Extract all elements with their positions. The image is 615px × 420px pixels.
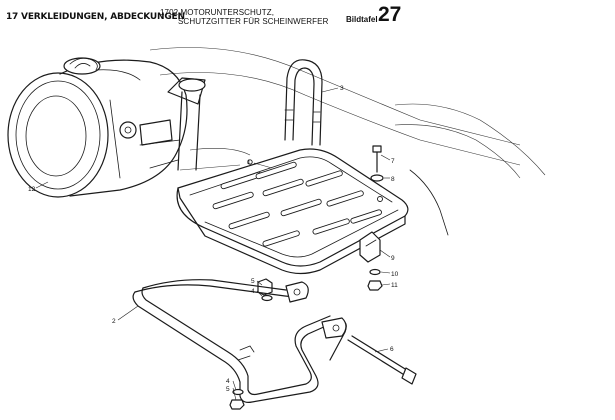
right-fasteners	[359, 145, 384, 291]
callout-11: 11	[391, 282, 398, 289]
callout-10: 10	[391, 271, 399, 278]
callout-12: 12	[28, 186, 36, 193]
plate-number: 27	[378, 3, 402, 26]
callout-labels: 3 1 7 8 9 10 11 5 4 2 6 4 5 12	[28, 85, 399, 393]
callout-1: 1	[247, 159, 251, 166]
callout-5a: 5	[251, 278, 255, 285]
callout-6: 6	[390, 346, 394, 353]
headlight	[7, 57, 206, 198]
callout-5b: 5	[226, 386, 230, 393]
callout-7: 7	[391, 158, 395, 165]
plate-label: Bildtafel	[346, 15, 378, 24]
callout-4a: 4	[251, 288, 255, 295]
callout-8: 8	[391, 176, 395, 183]
u-bracket	[284, 59, 323, 146]
group-title-line-2: SCHUTZGITTER FÜR SCHEINWERFER	[178, 17, 329, 26]
skid-plate	[176, 148, 409, 275]
long-bolt	[347, 335, 417, 385]
callout-3: 3	[340, 85, 344, 92]
guard-upper-fasteners	[257, 278, 273, 302]
guard-lower-fasteners	[229, 388, 245, 410]
guard-bar	[132, 279, 347, 403]
callout-9: 9	[391, 255, 395, 262]
section-title: 17 VERKLEIDUNGEN, ABDECKUNGEN	[6, 12, 185, 22]
callout-2: 2	[112, 318, 116, 325]
group-title-line-1: 1702 MOTORUNTERSCHUTZ,	[160, 8, 275, 17]
leader-lines	[35, 87, 391, 401]
callout-4b: 4	[226, 378, 230, 385]
